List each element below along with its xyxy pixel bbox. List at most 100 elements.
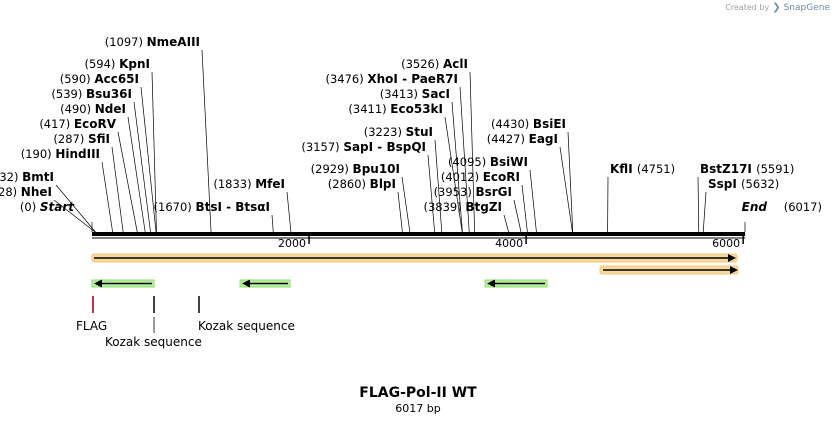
site-ndei[interactable]: (490) NdeI	[60, 102, 146, 233]
site-leader-line	[697, 176, 700, 233]
site-name: StuI	[406, 125, 433, 139]
site-name: MfeI	[255, 177, 285, 191]
site-leader-line	[434, 139, 443, 233]
site-position: (3157)	[301, 140, 343, 154]
site-bmti[interactable]: (32) BmtI	[0, 170, 96, 233]
map-title: FLAG-Pol-II WT	[359, 385, 477, 401]
site-xhoi-paer7i[interactable]: (3476) XhoI - PaeR7I	[325, 72, 470, 233]
site-bpu10i[interactable]: (2929) Bpu10I	[311, 162, 411, 233]
site-name: NmeAIII	[147, 35, 200, 49]
site-end[interactable]: (6017)End	[742, 200, 822, 232]
site-eagi[interactable]: (4427) EagI	[487, 132, 573, 233]
site-name: HindIII	[55, 147, 100, 161]
snapgene-credit: Created by ❯ SnapGene	[725, 2, 830, 13]
site-sapi-bspqi[interactable]: (3157) SapI - BspQI	[301, 140, 435, 233]
site-name: Start	[40, 200, 75, 214]
orf-features	[91, 253, 739, 275]
site-label: (3476) XhoI - PaeR7I	[325, 72, 458, 86]
site-bsiei[interactable]: (4430) BsiEI	[491, 117, 574, 233]
site-name: BsiEI	[533, 117, 566, 131]
site-eco53ki[interactable]: (3411) Eco53kI	[348, 102, 463, 233]
site-label: (417) EcoRV	[39, 117, 116, 131]
site-leader-line	[111, 146, 124, 233]
site-label: SspI (5632)	[708, 177, 779, 191]
site-position: (3411)	[348, 102, 390, 116]
site-bstz17i[interactable]: BstZ17I (5591)	[697, 162, 794, 233]
site-label: (3953) BsrGI	[434, 185, 512, 199]
site-name: BlpI	[370, 177, 396, 191]
site-name: BstZ17I	[700, 162, 756, 176]
site-label: (1833) MfeI	[213, 177, 285, 191]
site-position: (4095)	[448, 155, 490, 169]
site-label: (190) HindIII	[21, 147, 100, 161]
site-name: NheI	[21, 185, 52, 199]
site-leader-line	[127, 116, 146, 233]
site-position: (5591)	[756, 162, 794, 176]
site-name: NdeI	[95, 102, 126, 116]
site-bsu36i[interactable]: (539) Bsu36I	[51, 87, 151, 233]
site-name: EagI	[529, 132, 558, 146]
site-leader-line	[117, 131, 138, 233]
site-bsrgi[interactable]: (3953) BsrGI	[434, 185, 522, 233]
site-leader-line	[286, 191, 292, 233]
site-leader-line	[521, 184, 528, 233]
site-nhei[interactable]: (28) NheI	[0, 185, 96, 233]
site-kfli[interactable]: KflI (4751)	[607, 162, 675, 233]
site-leader-line	[427, 154, 435, 233]
site-hindiii[interactable]: (190) HindIII	[21, 147, 113, 233]
site-sspi[interactable]: SspI (5632)	[702, 177, 779, 233]
site-leader-line	[513, 199, 522, 233]
site-acli[interactable]: (3526) AclI	[401, 57, 476, 233]
site-leader-line	[459, 86, 470, 233]
site-position: (4012)	[441, 170, 483, 184]
site-position: (4427)	[487, 132, 529, 146]
site-bsiwi[interactable]: (4095) BsiWI	[448, 155, 537, 233]
site-label: (287) SfiI	[53, 132, 110, 146]
site-position: (1670)	[154, 200, 196, 214]
site-sfii[interactable]: (287) SfiI	[53, 132, 124, 233]
site-name: SspI	[708, 177, 741, 191]
site-ecorv[interactable]: (417) EcoRV	[39, 117, 138, 233]
site-position: (2860)	[328, 177, 370, 191]
site-label: (4012) EcoRI	[441, 170, 520, 184]
site-label: (3413) SacI	[380, 87, 450, 101]
site-position: (417)	[39, 117, 74, 131]
credit-prefix: Created by	[725, 3, 770, 12]
site-name: BsrGI	[475, 185, 512, 199]
site-label: (32) BmtI	[0, 170, 54, 184]
site-mfei[interactable]: (1833) MfeI	[213, 177, 292, 233]
site-name: Acc65I	[94, 72, 139, 86]
site-nmeaiii[interactable]: (1097) NmeAIII	[105, 35, 212, 233]
site-position: (3953)	[434, 185, 476, 199]
primer-features	[91, 279, 548, 288]
site-position: (3839)	[423, 200, 465, 214]
site-position: (1097)	[105, 35, 147, 49]
ruler-tick-label: 4000	[495, 237, 523, 250]
credit-brand: SnapGene	[783, 2, 830, 13]
site-name: EcoRV	[74, 117, 117, 131]
site-ecori[interactable]: (4012) EcoRI	[441, 170, 528, 233]
site-start[interactable]: (0) Start	[20, 200, 93, 232]
site-label: (1670) BtsI - BtsαI	[154, 200, 270, 214]
site-name: KpnI	[119, 57, 150, 71]
site-label: (4427) EagI	[487, 132, 558, 146]
site-position: (28)	[0, 185, 21, 199]
site-name: SapI - BspQI	[343, 140, 426, 154]
site-name: XhoI - PaeR7I	[367, 72, 458, 86]
site-acc65i[interactable]: (590) Acc65I	[60, 72, 157, 233]
site-blpi[interactable]: (2860) BlpI	[328, 177, 403, 233]
site-kpni[interactable]: (594) KpnI	[85, 57, 157, 233]
feature-label-kozak-1: Kozak sequence	[105, 335, 202, 349]
site-saci[interactable]: (3413) SacI	[380, 87, 463, 233]
site-leader-line	[567, 131, 574, 233]
site-stui[interactable]: (3223) StuI	[364, 125, 443, 233]
site-btsi-bts-i[interactable]: (1670) BtsI - BtsαI	[154, 200, 274, 233]
site-leader-line	[53, 199, 96, 233]
flag-marker[interactable]	[92, 296, 94, 313]
site-label: (539) Bsu36I	[51, 87, 132, 101]
site-name: BsiWI	[490, 155, 528, 169]
site-name: End	[742, 200, 768, 214]
site-btgzi[interactable]: (3839) BtgZI	[423, 200, 509, 233]
